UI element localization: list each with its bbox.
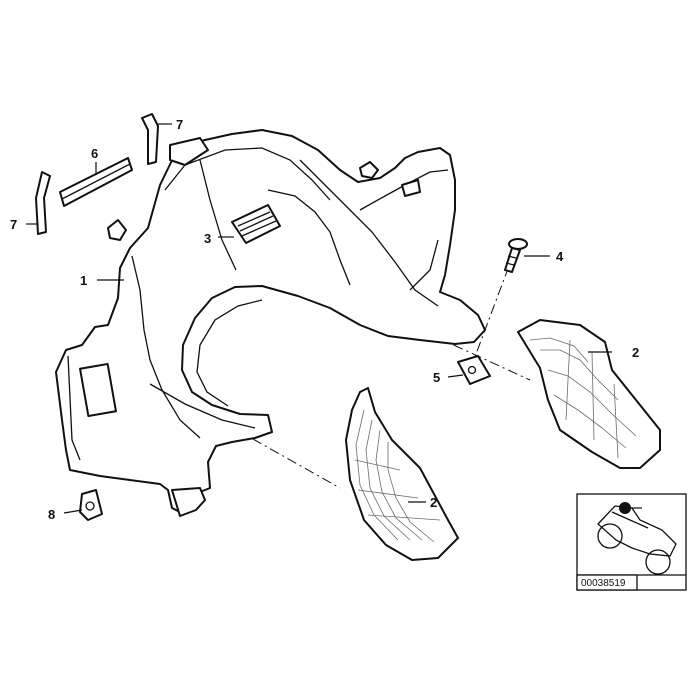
- callout-7-left: 7: [10, 217, 17, 232]
- callout-8: 8: [48, 507, 55, 522]
- callout-4: 4: [556, 249, 564, 264]
- part-4-screw: [504, 238, 528, 273]
- callout-2-right: 2: [632, 345, 639, 360]
- leader-lines: [26, 123, 612, 514]
- callout-7-top: 7: [176, 117, 183, 132]
- callout-6: 6: [91, 146, 98, 161]
- motorcycle-icon: [597, 502, 677, 575]
- callout-3: 3: [204, 231, 211, 246]
- inset-thumbnail: 00038519: [576, 493, 687, 591]
- part-3-vent-grille: [231, 204, 281, 244]
- part-8-grommet-plate: [79, 489, 103, 521]
- part-2-insulation-right: [517, 319, 661, 469]
- callouts: 1 2 2 3 4 5 6 7 7 8: [10, 117, 639, 522]
- part-7-edge-guard-top: [141, 113, 159, 165]
- callout-2-lower: 2: [430, 495, 437, 510]
- callout-1: 1: [80, 273, 87, 288]
- reference-number: 00038519: [581, 578, 626, 589]
- callout-5: 5: [433, 370, 440, 385]
- part-7-edge-guard-left: [35, 171, 51, 235]
- part-6-seal-strip: [59, 157, 133, 207]
- part-5-clip-nut: [457, 355, 491, 385]
- part-1-inner-fairing: [55, 129, 486, 517]
- part-2-insulation-lower: [345, 387, 459, 561]
